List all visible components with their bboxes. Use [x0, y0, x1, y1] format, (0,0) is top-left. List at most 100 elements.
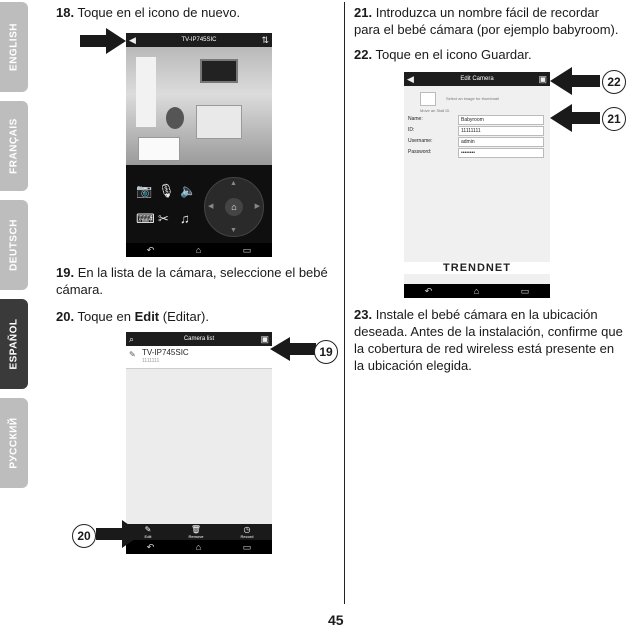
swap-icon[interactable]: ⇅: [261, 35, 269, 45]
pointer-arrow-icon: [96, 520, 142, 548]
callout-20: 20: [72, 524, 96, 548]
tab-label: РУССКИЙ: [8, 417, 20, 469]
step-number: 20.: [56, 309, 75, 324]
tab-francais[interactable]: FRANÇAIS: [0, 101, 28, 191]
back-icon[interactable]: ◀: [129, 35, 136, 45]
left-icon[interactable]: ◀: [208, 203, 214, 210]
field-password: Password: ••••••••: [404, 148, 550, 158]
thumbnail-picker[interactable]: [420, 92, 436, 106]
save-icon[interactable]: ▣: [538, 74, 547, 84]
recent-apps-icon[interactable]: ▭: [242, 244, 252, 255]
add-camera-icon[interactable]: ▣: [260, 334, 269, 344]
back-nav-icon[interactable]: ↶: [146, 244, 155, 255]
remove-button[interactable]: 🗑Remove: [189, 525, 204, 539]
right-icon[interactable]: ▶: [254, 203, 260, 210]
camera-id: 1111111: [142, 358, 160, 364]
tab-label: DEUTSCH: [8, 219, 20, 271]
pointer-arrow-icon: [550, 67, 600, 95]
screen-title: Edit Camera: [460, 76, 494, 82]
tab-russian[interactable]: РУССКИЙ: [0, 398, 28, 488]
camera-icon[interactable]: 📷: [136, 183, 153, 198]
camera-hint: Move an Stall ID: [420, 108, 450, 113]
phone-screen-edit-camera: ◀ Edit Camera ▣ Select an image for thum…: [404, 72, 550, 298]
pointer-arrow-icon: [80, 28, 126, 54]
record-button[interactable]: ◷Record: [241, 525, 254, 539]
pointer-arrow-icon: [270, 337, 316, 361]
screen-title: TV-IP745SIC: [181, 37, 217, 43]
edit-form: Select an image for thumbnail Move an St…: [404, 86, 550, 284]
microphone-icon[interactable]: 🎙: [158, 183, 175, 198]
recent-apps-icon[interactable]: ▭: [520, 285, 530, 296]
home-icon[interactable]: ⌂: [225, 198, 243, 216]
tab-label: ENGLISH: [8, 23, 20, 71]
callout-21: 21: [602, 107, 626, 131]
step-text: Introduzca un nombre fácil de recordar p…: [354, 5, 619, 37]
phone-screen-camera-list: ⌕ Camera list ▣ ✎ TV-IP745SIC 1111111 ✎E…: [126, 332, 272, 554]
step-number: 18.: [56, 5, 75, 20]
back-nav-icon[interactable]: ↶: [146, 541, 155, 552]
recent-apps-icon[interactable]: ▭: [242, 541, 252, 552]
ptz-dpad[interactable]: ▲ ▼ ◀ ▶ ⌂: [204, 177, 264, 237]
music-icon[interactable]: ♫: [180, 211, 190, 226]
camera-name: TV-IP745SIC: [142, 348, 189, 357]
pencil-icon: ✎: [129, 350, 136, 359]
down-icon[interactable]: ▼: [230, 227, 237, 234]
plant-shape: [166, 107, 184, 129]
username-input[interactable]: admin: [458, 137, 544, 147]
phone-screen-live-view: ◀ TV-IP745SIC ⇅ 📷 🎙 🔈 ⌨ ✂ ♫ ▲ ▼ ◀ ▶ ⌂ ↶ …: [126, 33, 272, 257]
speaker-icon[interactable]: 🔈: [180, 183, 197, 198]
step-number: 22.: [354, 47, 373, 62]
screen-title-bar: ◀ TV-IP745SIC ⇅: [126, 33, 272, 47]
up-icon[interactable]: ▲: [230, 180, 237, 187]
callout-19: 19: [314, 340, 338, 364]
window-shape: [136, 57, 156, 127]
tab-deutsch[interactable]: DEUTSCH: [0, 200, 28, 290]
chair-shape: [138, 137, 180, 161]
field-label: Password:: [408, 149, 432, 155]
list-item[interactable]: ✎ TV-IP745SIC 1111111: [126, 346, 272, 369]
back-nav-icon[interactable]: ↶: [424, 285, 433, 296]
camera-feed: [126, 47, 272, 165]
home-nav-icon[interactable]: ⌂: [195, 542, 202, 552]
step-23: 23. Instale el bebé cámara en la ubicaci…: [354, 306, 624, 374]
home-nav-icon[interactable]: ⌂: [195, 245, 202, 255]
keyboard-icon[interactable]: ⌨: [136, 211, 155, 226]
tab-espanol[interactable]: ESPAÑOL: [0, 299, 28, 389]
password-input[interactable]: ••••••••: [458, 148, 544, 158]
callout-22: 22: [602, 70, 626, 94]
field-name: Name: Babyroom: [404, 115, 550, 125]
step-text-bold: Edit: [134, 309, 160, 324]
remove-label: Remove: [188, 534, 204, 539]
step-text: Instale el bebé cámara en la ubicación d…: [354, 307, 623, 373]
step-number: 23.: [354, 307, 373, 322]
tab-label: FRANÇAIS: [8, 118, 20, 174]
android-nav-bar: ↶ ⌂ ▭: [126, 243, 272, 257]
step-18: 18. Toque en el icono de nuevo.: [56, 4, 336, 21]
field-username: Username: admin: [404, 137, 550, 147]
clock-icon: ◷: [243, 525, 251, 534]
step-text: Toque en el icono Guardar.: [375, 47, 532, 62]
field-label: Name:: [408, 116, 423, 122]
shelf-shape: [196, 105, 242, 139]
name-input[interactable]: Babyroom: [458, 115, 544, 125]
step-text-post: (Editar).: [159, 309, 209, 324]
camera-list: ✎ TV-IP745SIC 1111111: [126, 346, 272, 524]
android-nav-bar: ↶ ⌂ ▭: [126, 540, 272, 554]
screen-title: Camera list: [183, 336, 215, 342]
step-text-pre: Toque en: [77, 309, 135, 324]
id-input[interactable]: 11111111: [458, 126, 544, 136]
tab-english[interactable]: ENGLISH: [0, 2, 28, 92]
home-nav-icon[interactable]: ⌂: [473, 286, 480, 296]
pointer-arrow-icon: [550, 104, 600, 132]
back-icon[interactable]: ◀: [407, 74, 414, 84]
search-icon[interactable]: ⌕: [129, 334, 135, 344]
tools-icon[interactable]: ✂: [158, 211, 169, 226]
step-19: 19. En la lista de la cámara, seleccione…: [56, 264, 336, 298]
trendnet-logo: TRENDNET: [404, 262, 550, 274]
edit-button[interactable]: ✎Edit: [145, 525, 152, 539]
android-nav-bar: ↶ ⌂ ▭: [404, 284, 550, 298]
step-21: 21. Introduzca un nombre fácil de record…: [354, 4, 624, 38]
tv-shape: [200, 59, 238, 83]
column-divider: [344, 2, 345, 604]
page-number: 45: [328, 612, 344, 628]
